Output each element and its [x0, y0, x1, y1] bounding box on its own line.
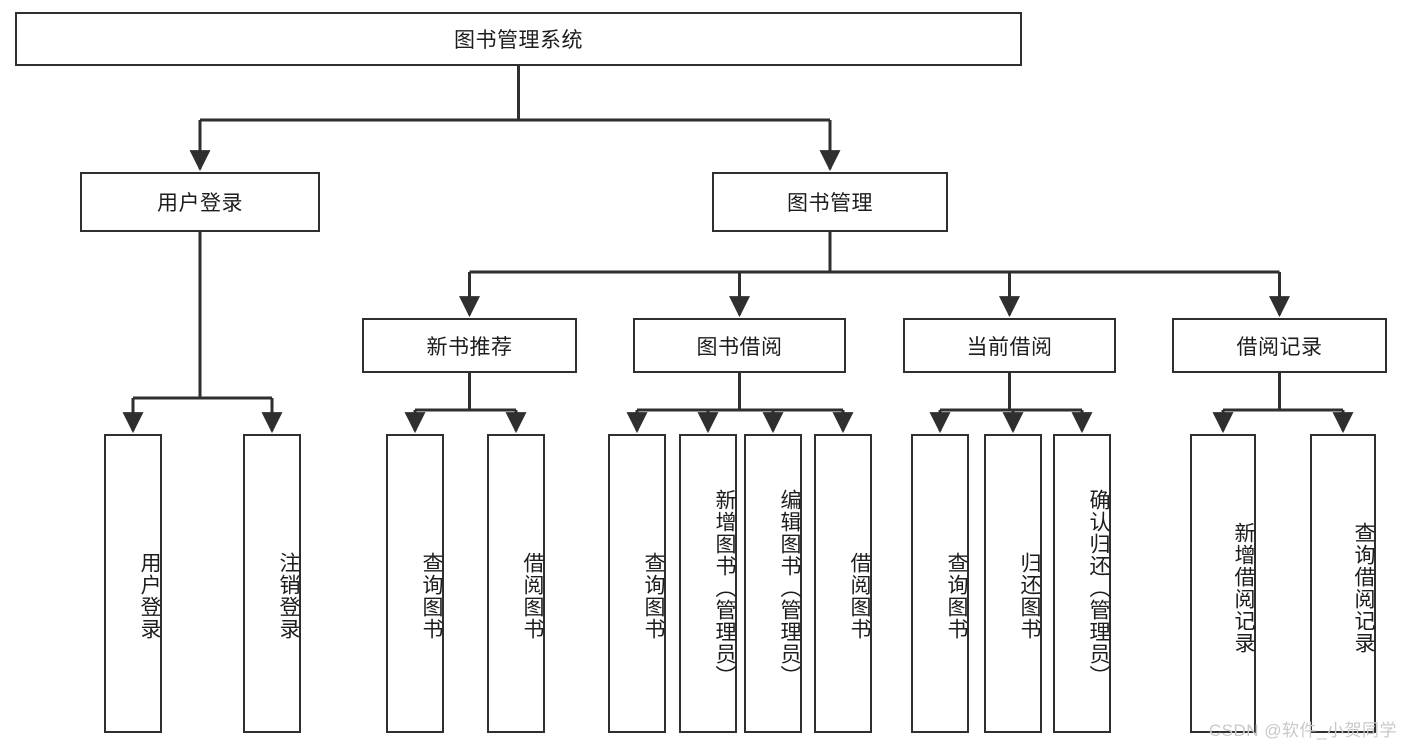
node-root[interactable]: 图书管理系统 [15, 12, 1022, 66]
node-label: 图书管理 [787, 192, 873, 215]
node-label: 新增图书（管理员） [713, 488, 736, 687]
leaf-leaf-query-book-2[interactable]: 查询图书 [608, 434, 666, 733]
node-label: 用户登录 [138, 551, 161, 640]
node-label: 借阅记录 [1236, 335, 1323, 359]
leaf-leaf-add-book[interactable]: 新增图书（管理员） [679, 434, 737, 733]
node-label: 图书管理系统 [454, 29, 583, 52]
leaf-leaf-edit-book[interactable]: 编辑图书（管理员） [744, 434, 802, 733]
node-label: 当前借阅 [966, 335, 1053, 359]
leaf-leaf-logout[interactable]: 注销登录 [243, 434, 301, 733]
node-label: 借阅图书 [521, 551, 544, 640]
node-label: 新书推荐 [426, 335, 513, 359]
leaf-leaf-query-book-1[interactable]: 查询图书 [386, 434, 444, 733]
node-new-book-rec[interactable]: 新书推荐 [362, 318, 577, 373]
node-user-login[interactable]: 用户登录 [80, 172, 320, 232]
leaf-leaf-return-book[interactable]: 归还图书 [984, 434, 1042, 733]
watermark: CSDN @软件_小贺同学 [1208, 721, 1397, 740]
node-label: 借阅图书 [848, 551, 871, 640]
leaf-leaf-query-book-3[interactable]: 查询图书 [911, 434, 969, 733]
leaf-leaf-borrow-book-1[interactable]: 借阅图书 [487, 434, 545, 733]
node-label: 新增借阅记录 [1232, 521, 1255, 654]
leaf-leaf-query-record[interactable]: 查询借阅记录 [1310, 434, 1376, 733]
leaf-leaf-add-record[interactable]: 新增借阅记录 [1190, 434, 1256, 733]
node-label: 归还图书 [1018, 551, 1041, 640]
node-label: 用户登录 [157, 192, 243, 215]
node-label: 确认归还（管理员） [1087, 488, 1110, 687]
node-label: 注销登录 [277, 551, 300, 640]
node-book-borrow[interactable]: 图书借阅 [633, 318, 846, 373]
node-borrow-record[interactable]: 借阅记录 [1172, 318, 1387, 373]
node-label: 查询图书 [642, 551, 665, 640]
node-label: 查询图书 [945, 551, 968, 640]
node-label: 编辑图书（管理员） [778, 488, 801, 687]
leaf-leaf-confirm-return[interactable]: 确认归还（管理员） [1053, 434, 1111, 733]
node-label: 图书借阅 [696, 335, 783, 359]
node-current-borrow[interactable]: 当前借阅 [903, 318, 1116, 373]
node-label: 查询借阅记录 [1352, 521, 1375, 654]
leaf-leaf-borrow-book-2[interactable]: 借阅图书 [814, 434, 872, 733]
node-label: 查询图书 [420, 551, 443, 640]
leaf-leaf-user-login[interactable]: 用户登录 [104, 434, 162, 733]
node-book-manage[interactable]: 图书管理 [712, 172, 948, 232]
